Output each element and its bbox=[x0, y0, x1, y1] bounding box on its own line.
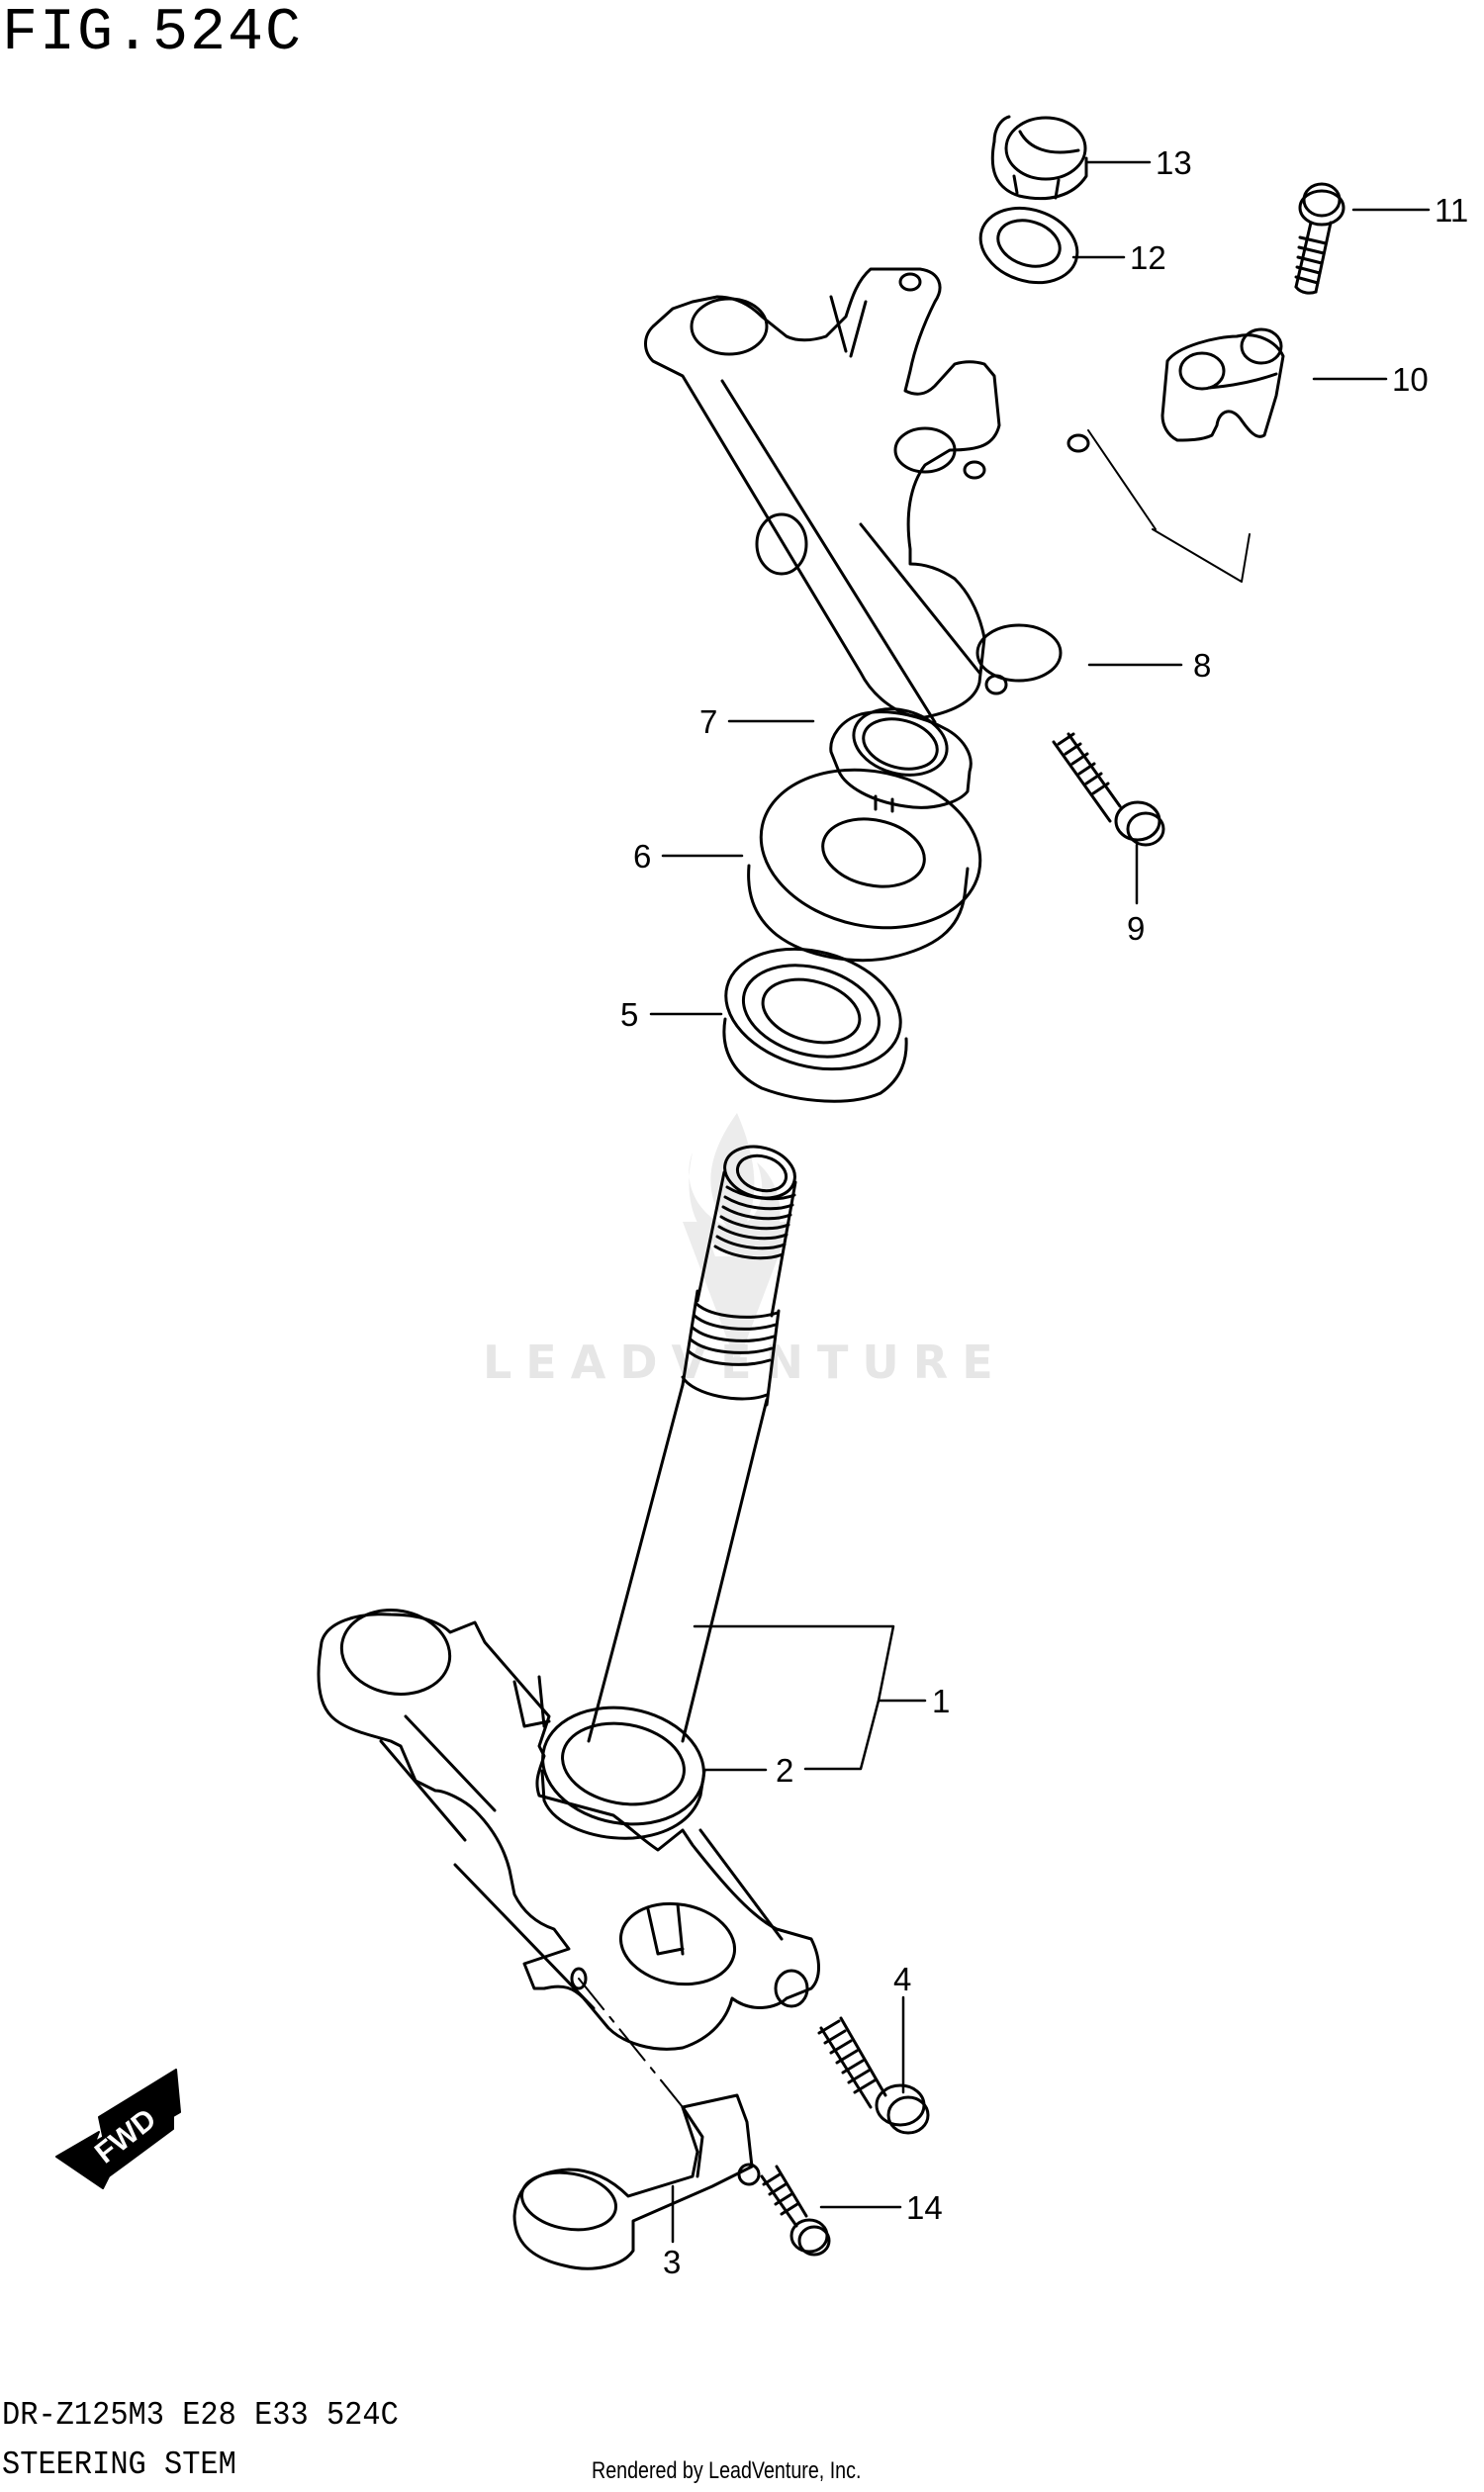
part-8-upper-bracket bbox=[644, 267, 1090, 724]
callout-5: 5 bbox=[620, 996, 638, 1033]
part-5-upper-bearing bbox=[722, 947, 908, 1103]
callout-4: 4 bbox=[893, 1961, 911, 1997]
part-11-bolt bbox=[1294, 182, 1345, 295]
callout-8: 8 bbox=[1193, 647, 1211, 684]
guide-line-10 bbox=[1087, 429, 1251, 583]
callout-9: 9 bbox=[1127, 910, 1145, 947]
callout-3: 3 bbox=[663, 2244, 681, 2280]
callout-2: 2 bbox=[776, 1752, 793, 1789]
lower-bracket bbox=[317, 1609, 820, 2051]
callout-12: 12 bbox=[1130, 239, 1166, 276]
watermark-text: LEADVENTURE bbox=[483, 1336, 1007, 1389]
figure-title: FIG.524C bbox=[2, 0, 304, 67]
section-name: STEERING STEM bbox=[2, 2446, 236, 2483]
part-13-stem-cap bbox=[990, 115, 1088, 201]
part-2-stem-bearing bbox=[540, 1706, 706, 1840]
callout-14: 14 bbox=[906, 2189, 943, 2226]
rendered-by-credit: Rendered by LeadVenture, Inc. bbox=[592, 2457, 862, 2484]
part-1-steering-stem bbox=[587, 1145, 797, 1743]
part-3-brake-hose-clamp bbox=[512, 2093, 761, 2270]
callout-numbers: 13 12 11 10 8 7 9 6 5 1 2 4 14 3 bbox=[620, 144, 1468, 2280]
callout-1: 1 bbox=[932, 1683, 950, 1719]
part-10-handlebar-holder bbox=[1160, 327, 1285, 442]
part-7-stem-nut bbox=[829, 707, 973, 813]
model-designation: DR-Z125M3 E28 E33 524C bbox=[2, 2397, 399, 2434]
part-14-bolt bbox=[760, 2165, 831, 2257]
callout-13: 13 bbox=[1156, 144, 1192, 181]
guide-line-3 bbox=[578, 1978, 684, 2108]
callout-leaders bbox=[649, 160, 1431, 2244]
part-12-washer bbox=[978, 206, 1079, 285]
callout-10: 10 bbox=[1392, 361, 1429, 398]
fwd-direction-indicator: FWD bbox=[55, 2069, 181, 2189]
callout-11: 11 bbox=[1435, 192, 1468, 229]
part-4-bolt bbox=[817, 2016, 930, 2135]
part-9-bolt bbox=[1052, 732, 1165, 847]
watermark: LEADVENTURE bbox=[483, 1113, 1007, 1389]
callout-6: 6 bbox=[633, 838, 651, 875]
part-6-dust-seal bbox=[747, 768, 982, 963]
callout-7: 7 bbox=[699, 703, 717, 740]
